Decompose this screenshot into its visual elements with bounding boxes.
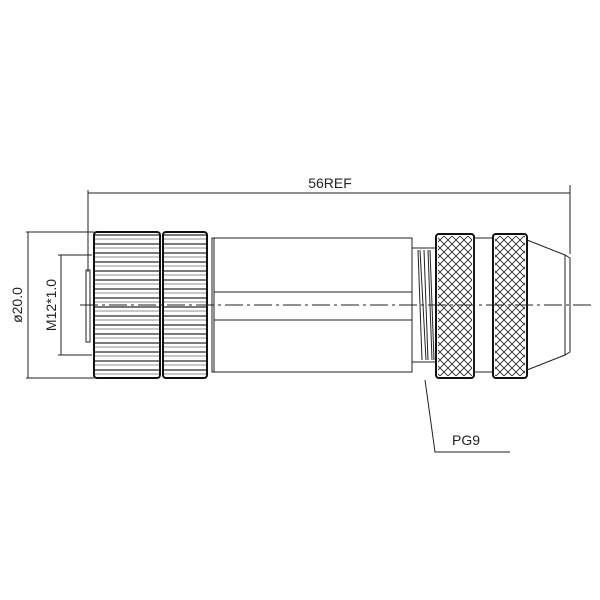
diameter-dimension: ø20.0 [9, 231, 94, 379]
length-label: 56REF [308, 175, 352, 191]
thread-dimension: M12*1.0 [43, 254, 92, 356]
front-insert [85, 269, 91, 343]
pg9-label: PG9 [452, 432, 480, 448]
length-dimension: 56REF [87, 175, 571, 272]
thread-label: M12*1.0 [43, 279, 59, 331]
cable-cone [526, 239, 571, 371]
diameter-label: ø20.0 [9, 287, 25, 323]
pg9-callout: PG9 [424, 379, 510, 453]
gland-nut [435, 233, 528, 379]
